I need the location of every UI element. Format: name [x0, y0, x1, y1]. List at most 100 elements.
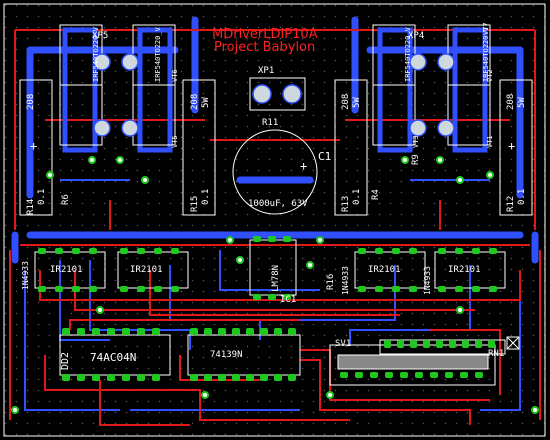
- via: [456, 176, 464, 184]
- pad: [120, 286, 128, 292]
- pad: [409, 248, 417, 254]
- label-c1-value: 1000uF, 63V: [248, 199, 308, 209]
- pad: [438, 248, 446, 254]
- label-ir2101-2: IR2101: [130, 265, 163, 275]
- label-r16: R16: [326, 274, 336, 290]
- pad: [154, 248, 162, 254]
- pad: [62, 328, 70, 335]
- label-vt6: VT6: [171, 69, 179, 82]
- pad: [449, 340, 456, 348]
- label-fet-d: IRF540TO220_V: [482, 26, 490, 82]
- pad: [152, 328, 160, 335]
- pad: [400, 372, 408, 378]
- pad: [260, 328, 268, 335]
- bottom-layer-traces: [11, 16, 539, 264]
- label-xp5: XP5: [92, 31, 108, 41]
- label-vt2: VT2: [486, 69, 494, 82]
- label-r14: R14: [26, 199, 36, 215]
- pad: [475, 372, 483, 378]
- pad: [62, 374, 70, 381]
- pad: [107, 328, 115, 335]
- pad: [260, 374, 268, 381]
- pad: [370, 372, 378, 378]
- pad: [253, 236, 261, 242]
- label-r14-value: 0.1: [37, 189, 47, 205]
- pad: [92, 374, 100, 381]
- via: [316, 236, 324, 244]
- pad: [274, 328, 282, 335]
- pad: [77, 374, 85, 381]
- pad: [72, 248, 80, 254]
- pad: [274, 374, 282, 381]
- label-r15-value: 0.1: [201, 189, 211, 205]
- pad: [455, 286, 463, 292]
- via: [96, 306, 104, 314]
- pad: [455, 248, 463, 254]
- pad: [152, 374, 160, 381]
- pad: [137, 374, 145, 381]
- pad: [355, 372, 363, 378]
- pad: [232, 328, 240, 335]
- pad: [122, 374, 130, 381]
- via: [141, 176, 149, 184]
- pad: [375, 248, 383, 254]
- label-r11: R11: [262, 118, 278, 128]
- via: [46, 171, 54, 179]
- label-1n4933-a: 1N4933: [21, 261, 30, 290]
- pad: [488, 340, 495, 348]
- pad: [392, 286, 400, 292]
- label-r4: R4: [371, 189, 381, 200]
- pad: [385, 372, 393, 378]
- via: [531, 406, 539, 414]
- label-208-d: 208: [506, 94, 516, 110]
- label-r13: R13: [341, 196, 351, 212]
- pad: [283, 236, 291, 242]
- pad: [204, 374, 212, 381]
- via: [116, 156, 124, 164]
- pad: [392, 248, 400, 254]
- pad: [89, 286, 97, 292]
- pad: [38, 286, 46, 292]
- pad: [122, 328, 130, 335]
- label-dd1-part: 74139N: [210, 350, 243, 360]
- pad: [436, 340, 443, 348]
- via: [486, 171, 494, 179]
- label-5w-b: 5W: [352, 97, 362, 108]
- pad: [489, 286, 497, 292]
- pad: [438, 286, 446, 292]
- pad: [137, 286, 145, 292]
- label-208-c: 208: [341, 94, 351, 110]
- label-fet-a: IRF540TO220_V: [92, 26, 100, 82]
- title-line2: Project Babylon: [214, 40, 315, 55]
- pad: [462, 340, 469, 348]
- terminal-screws: [93, 53, 455, 137]
- label-xp4: XP4: [408, 31, 424, 41]
- label-plus-left: +: [30, 139, 37, 153]
- pad: [190, 374, 198, 381]
- label-sv1: SV1: [335, 339, 351, 349]
- pad: [430, 372, 438, 378]
- label-1n4933-b: 1N4933: [341, 266, 350, 295]
- pad: [246, 328, 254, 335]
- component-pads: [38, 236, 497, 381]
- pad: [137, 248, 145, 254]
- pad: [218, 374, 226, 381]
- via: [201, 391, 209, 399]
- via: [401, 156, 409, 164]
- pad: [204, 328, 212, 335]
- board-outline: [3, 3, 546, 437]
- label-ic1-ref: IC1: [280, 295, 296, 305]
- pad: [472, 286, 480, 292]
- pad: [89, 248, 97, 254]
- label-5w-a: 5W: [201, 97, 211, 108]
- pad: [283, 294, 291, 300]
- label-r15: R15: [190, 196, 200, 212]
- pad: [358, 248, 366, 254]
- pad: [55, 286, 63, 292]
- pad: [460, 372, 468, 378]
- pad: [409, 286, 417, 292]
- label-5w-c: 5W: [517, 97, 527, 108]
- label-vt7: VT7: [482, 22, 490, 35]
